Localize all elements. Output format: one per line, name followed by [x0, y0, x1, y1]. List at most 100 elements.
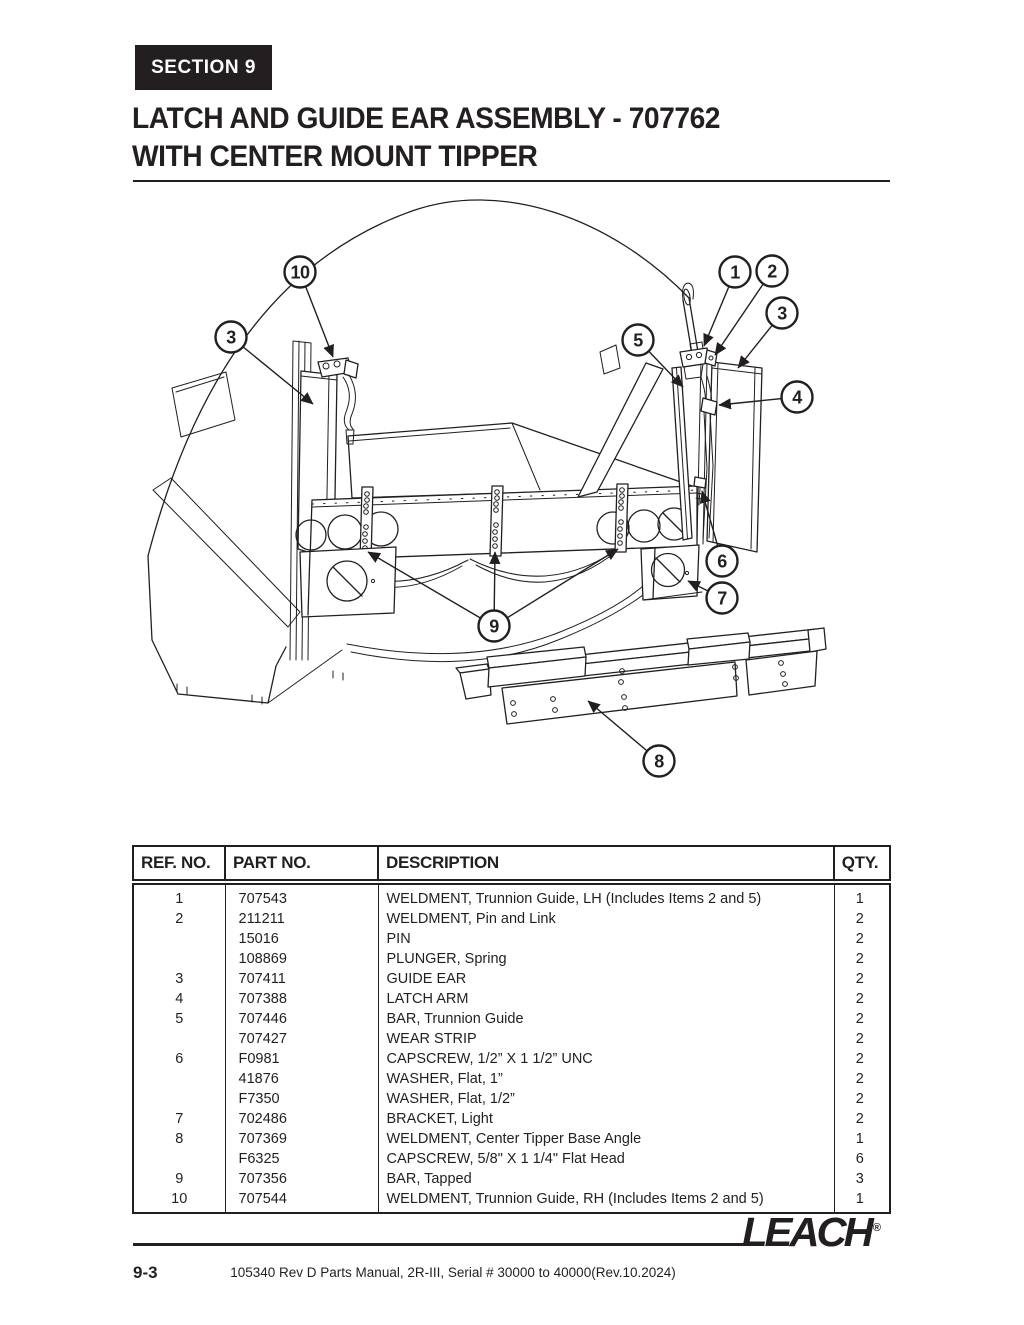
- cell-ref: [132, 1028, 226, 1049]
- guide-ear-right: [706, 361, 763, 553]
- leach-logo-text: LEACH: [742, 1209, 874, 1255]
- cell-desc: BRACKET, Light: [377, 1108, 835, 1129]
- col-header-ref: REF. NO.: [132, 845, 226, 885]
- leach-logo: LEACH®: [742, 1209, 905, 1256]
- section-badge: SECTION 9: [135, 45, 272, 90]
- trunnion-guide-bar: [671, 366, 693, 541]
- col-header-desc: DESCRIPTION: [377, 845, 835, 885]
- cell-desc: CAPSCREW, 1/2” X 1 1/2” UNC: [377, 1048, 835, 1069]
- cell-qty: 2: [833, 1028, 891, 1049]
- cell-part: F7350: [224, 1088, 379, 1109]
- cell-ref: [132, 948, 226, 969]
- cell-qty: 2: [833, 1108, 891, 1129]
- cell-ref: 7: [132, 1108, 226, 1129]
- cell-qty: 2: [833, 928, 891, 949]
- right-assembly: [671, 282, 763, 553]
- cell-qty: 6: [833, 1148, 891, 1169]
- cell-desc: WEAR STRIP: [377, 1028, 835, 1049]
- callout-label-8: 8: [654, 752, 664, 772]
- callout-2: [755, 254, 789, 288]
- cell-qty: 2: [833, 1088, 891, 1109]
- cell-qty: 3: [833, 1168, 891, 1189]
- callout-4: [780, 380, 814, 414]
- base-angle-weldment: [455, 627, 827, 725]
- page-number: 9-3: [133, 1263, 158, 1282]
- callout-label-3: 3: [777, 304, 787, 324]
- callout-leader-2: [714, 270, 773, 356]
- cell-ref: 2: [132, 908, 226, 929]
- cell-qty: 2: [833, 908, 891, 929]
- callout-label-2: 2: [767, 262, 777, 282]
- cell-desc: LATCH ARM: [377, 988, 835, 1009]
- capscrew: [693, 476, 707, 506]
- footer-divider: [133, 1243, 745, 1246]
- cell-qty: 2: [833, 988, 891, 1009]
- callout-label-1: 1: [730, 263, 740, 283]
- tapped-bars: [359, 483, 629, 561]
- footer-text: 105340 Rev D Parts Manual, 2R-III, Seria…: [230, 1265, 676, 1280]
- cell-desc: BAR, Tapped: [377, 1168, 835, 1189]
- callout-label-5: 5: [633, 331, 643, 351]
- cell-qty: 2: [833, 1068, 891, 1089]
- cell-ref: 5: [132, 1008, 226, 1029]
- cell-ref: [132, 1148, 226, 1169]
- cell-part: 707356: [224, 1168, 379, 1189]
- cell-part: 707388: [224, 988, 379, 1009]
- cell-desc: CAPSCREW, 5/8" X 1 1/4" Flat Head: [377, 1148, 835, 1169]
- cell-part: 707543: [224, 882, 379, 909]
- cell-qty: 1: [833, 1128, 891, 1149]
- cell-desc: WASHER, Flat, 1”: [377, 1068, 835, 1089]
- cell-part: F0981: [224, 1048, 379, 1069]
- truck-body-outline: [147, 199, 691, 705]
- cell-qty: 2: [833, 968, 891, 989]
- cell-desc: WELDMENT, Center Tipper Base Angle: [377, 1128, 835, 1149]
- page-title-line1: LATCH AND GUIDE EAR ASSEMBLY - 707762: [132, 102, 721, 135]
- title-divider: [133, 180, 890, 182]
- cell-qty: 1: [833, 1188, 891, 1213]
- cell-ref: 9: [132, 1168, 226, 1189]
- cell-part: 707369: [224, 1128, 379, 1149]
- callout-label-9: 9: [489, 617, 499, 637]
- tipper-deck: [347, 422, 696, 499]
- cell-qty: 2: [833, 1008, 891, 1029]
- callout-leader-9: [367, 551, 495, 627]
- callout-leader-3: [230, 336, 314, 405]
- pin-and-link: [679, 341, 718, 380]
- callout-6: [705, 544, 739, 578]
- callout-1: [718, 255, 752, 289]
- callout-label-10: 10: [290, 263, 310, 283]
- cell-desc: GUIDE EAR: [377, 968, 835, 989]
- cell-part: F6325: [224, 1148, 379, 1169]
- cell-qty: 2: [833, 948, 891, 969]
- callout-5: [621, 323, 655, 357]
- registered-mark: ®: [872, 1222, 882, 1235]
- left-lower-bracket: [299, 546, 397, 618]
- cell-part: 211211: [224, 908, 379, 929]
- cell-ref: [132, 1068, 226, 1089]
- cell-ref: 8: [132, 1128, 226, 1149]
- cell-part: 702486: [224, 1108, 379, 1129]
- callout-label-7: 7: [717, 589, 727, 609]
- callout-label-4: 4: [792, 388, 802, 408]
- cell-qty: 2: [833, 1048, 891, 1069]
- cell-part: 707427: [224, 1028, 379, 1049]
- cell-part: 15016: [224, 928, 379, 949]
- page-title-line2: WITH CENTER MOUNT TIPPER: [132, 140, 538, 173]
